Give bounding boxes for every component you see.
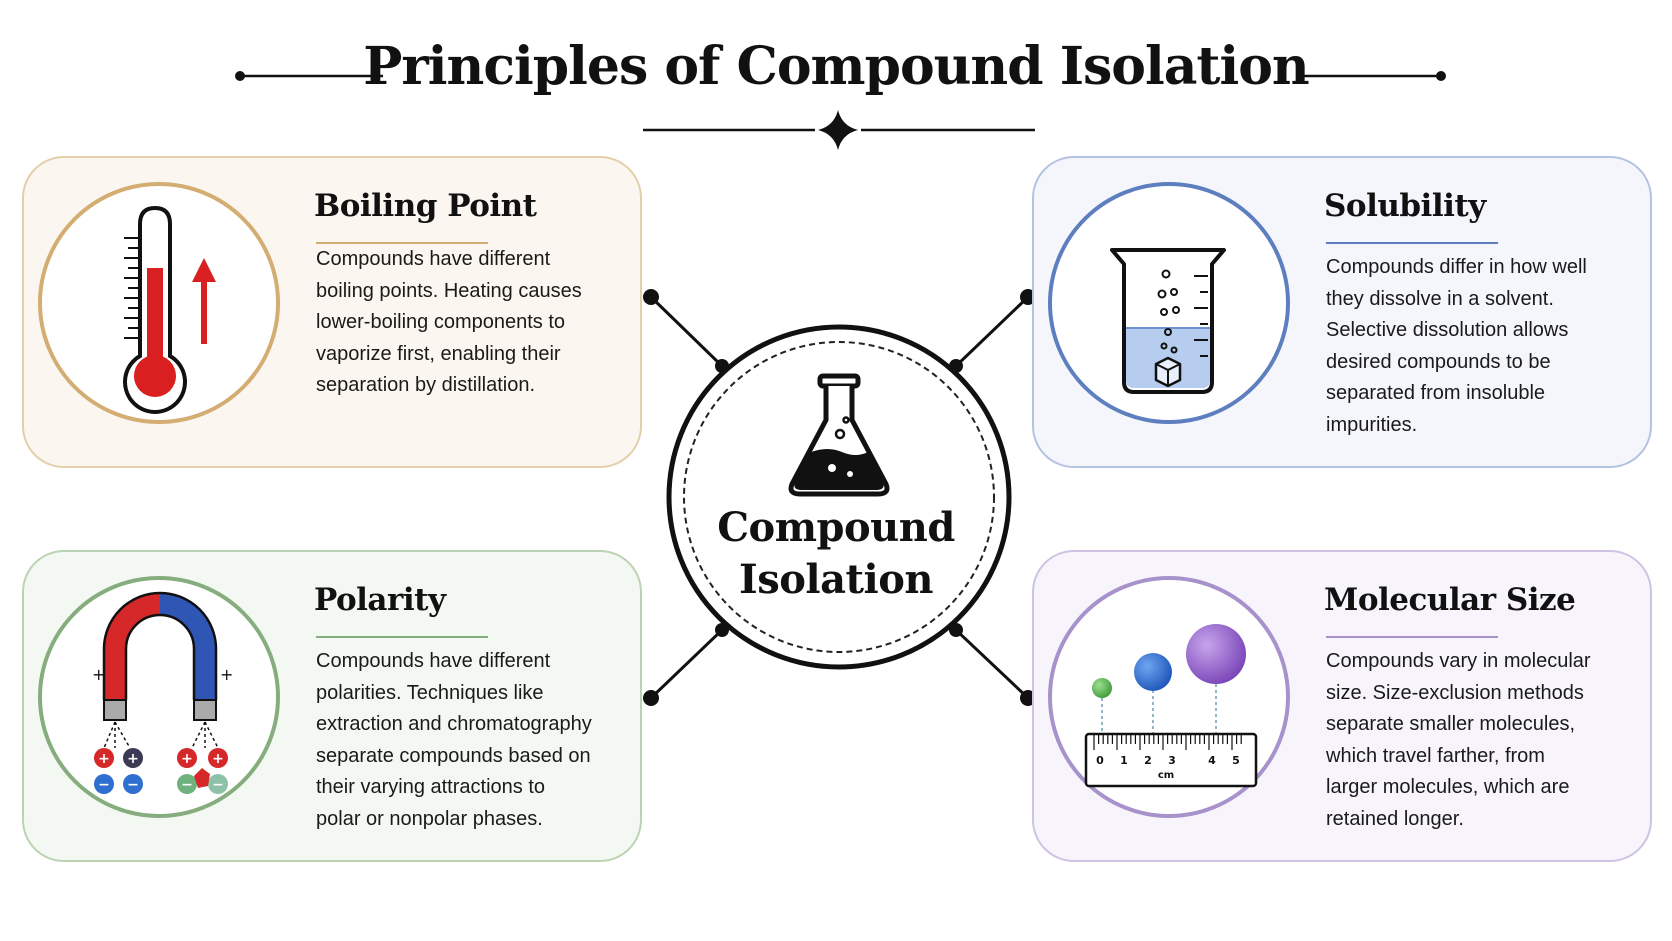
description-line: they dissolve in a solvent. bbox=[1326, 287, 1554, 310]
title-underline bbox=[1326, 242, 1498, 244]
ruler-tick-label: 4 bbox=[1208, 754, 1216, 767]
pole-sign-left: + bbox=[92, 665, 105, 684]
ruler-icon: 0 1 2 3 4 5 cm bbox=[1084, 624, 1258, 788]
thermometer-icon bbox=[123, 205, 216, 414]
description-line: boiling points. Heating causes bbox=[316, 279, 582, 302]
card-polarity: + + + + − − + + − − Polarity Compounds h… bbox=[22, 550, 642, 862]
description-line: Compounds have different bbox=[316, 248, 551, 270]
flask-icon bbox=[788, 373, 890, 497]
description-line: Compounds differ in how well bbox=[1326, 256, 1587, 278]
icon-circle: + + + + − − + + − − bbox=[38, 576, 280, 818]
card-title: Molecular Size bbox=[1324, 582, 1576, 618]
card-boiling-point: Boiling Point Compounds have different b… bbox=[22, 156, 642, 468]
ruler-tick-label: 1 bbox=[1120, 754, 1128, 767]
card-description: Compounds have different polarities. Tec… bbox=[316, 646, 616, 835]
card-solubility: Solubility Compounds differ in how well … bbox=[1032, 156, 1652, 468]
ruler-tick-label: 5 bbox=[1232, 754, 1240, 767]
center-label: Compound Isolation bbox=[686, 502, 986, 606]
ruler-tick-label: 2 bbox=[1144, 754, 1152, 767]
pole-sign-right: + bbox=[220, 665, 233, 684]
center-label-line1: Compound bbox=[717, 504, 955, 551]
svg-text:+: + bbox=[181, 751, 193, 767]
center-label-line2: Isolation bbox=[739, 556, 933, 603]
ruler-tick-label: 3 bbox=[1168, 754, 1176, 767]
page-title: Principles of Compound Isolation bbox=[363, 36, 1309, 97]
description-line: vaporize first, enabling their bbox=[316, 342, 561, 365]
card-description: Compounds differ in how well they dissol… bbox=[1326, 252, 1626, 441]
title-decoration bbox=[235, 71, 1446, 150]
magnet-icon: + + + + − − + + − − bbox=[92, 591, 233, 794]
title-underline bbox=[1326, 636, 1498, 638]
svg-text:+: + bbox=[127, 751, 139, 767]
svg-text:−: − bbox=[212, 777, 224, 793]
card-description: Compounds vary in molecular size. Size-e… bbox=[1326, 646, 1626, 835]
description-line: separate smaller molecules, bbox=[1326, 713, 1575, 735]
description-line: polar or nonpolar phases. bbox=[316, 807, 543, 830]
title-underline bbox=[316, 636, 488, 638]
card-title: Solubility bbox=[1324, 188, 1486, 224]
description-line: polarities. Techniques like bbox=[316, 681, 544, 704]
icon-circle bbox=[38, 182, 280, 424]
svg-text:−: − bbox=[127, 777, 139, 793]
description-line: impurities. bbox=[1326, 413, 1418, 436]
title-underline bbox=[316, 242, 488, 244]
description-line: which travel farther, from bbox=[1326, 744, 1545, 767]
ruler-tick-label: 0 bbox=[1096, 754, 1104, 767]
description-line: separation by distillation. bbox=[316, 374, 536, 396]
description-line: larger molecules, which are bbox=[1326, 776, 1570, 798]
description-line: lower-boiling components to bbox=[316, 311, 566, 333]
card-title: Polarity bbox=[314, 582, 446, 618]
icon-circle bbox=[1048, 182, 1290, 424]
description-line: desired compounds to be bbox=[1326, 350, 1551, 373]
description-line: extraction and chromatography bbox=[316, 713, 592, 735]
icon-circle: 0 1 2 3 4 5 cm bbox=[1048, 576, 1290, 818]
description-line: Compounds vary in molecular bbox=[1326, 650, 1591, 672]
description-line: separate compounds based on bbox=[316, 744, 591, 767]
card-description: Compounds have different boiling points.… bbox=[316, 244, 616, 402]
svg-text:−: − bbox=[98, 777, 110, 793]
description-line: retained longer. bbox=[1326, 807, 1464, 830]
ruler-unit: cm bbox=[1158, 770, 1174, 781]
description-line: Selective dissolution allows bbox=[1326, 319, 1569, 341]
description-line: Compounds have different bbox=[316, 650, 551, 672]
beaker-icon bbox=[1110, 248, 1226, 394]
svg-text:+: + bbox=[98, 751, 110, 767]
svg-text:+: + bbox=[212, 751, 224, 767]
svg-text:−: − bbox=[181, 777, 193, 793]
card-title: Boiling Point bbox=[314, 188, 537, 224]
card-molecular-size: 0 1 2 3 4 5 cm Molecular Size Compounds … bbox=[1032, 550, 1652, 862]
description-line: their varying attractions to bbox=[316, 776, 545, 798]
description-line: separated from insoluble bbox=[1326, 382, 1546, 404]
description-line: size. Size-exclusion methods bbox=[1326, 681, 1584, 704]
